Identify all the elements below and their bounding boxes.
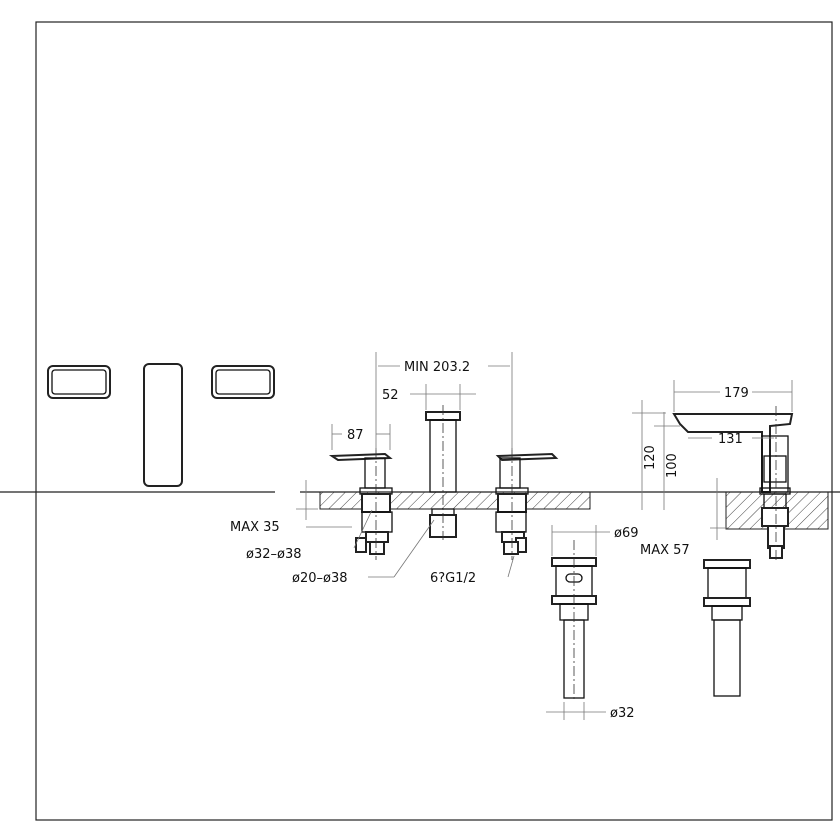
centre-spout bbox=[425, 405, 461, 540]
dim-spout-width: 52 bbox=[382, 388, 399, 403]
dimension-lines bbox=[296, 352, 793, 720]
dim-waste-top: ø69 bbox=[614, 526, 639, 541]
pop-up-waste-right bbox=[703, 559, 751, 697]
dim-min-spacing: MIN 203.2 bbox=[404, 360, 470, 375]
dim-connection: 6?G1/2 bbox=[430, 571, 476, 586]
dim-max-deck-left: MAX 35 bbox=[230, 520, 280, 535]
right-handle-valve bbox=[495, 448, 559, 560]
dim-spout-height: 120 bbox=[643, 445, 658, 470]
top-view-spout bbox=[143, 363, 183, 487]
top-view-right-handle bbox=[211, 365, 275, 399]
dim-outlet-height: 100 bbox=[665, 453, 680, 478]
dim-max-deck-right: MAX 57 bbox=[640, 543, 690, 558]
pop-up-waste-left bbox=[551, 540, 597, 700]
dim-hole-spout: ø20–ø38 bbox=[292, 571, 348, 586]
left-handle-valve bbox=[328, 448, 393, 560]
drawing-frame bbox=[35, 21, 833, 821]
dim-spout-reach: 179 bbox=[724, 386, 749, 401]
dim-handle-width: 87 bbox=[347, 428, 364, 443]
top-view-left-handle bbox=[47, 365, 111, 399]
dim-waste-tail: ø32 bbox=[610, 706, 635, 721]
dim-outlet-reach: 131 bbox=[718, 432, 743, 447]
dim-hole-handles: ø32–ø38 bbox=[246, 547, 302, 562]
single-lever-mixer bbox=[672, 406, 794, 560]
